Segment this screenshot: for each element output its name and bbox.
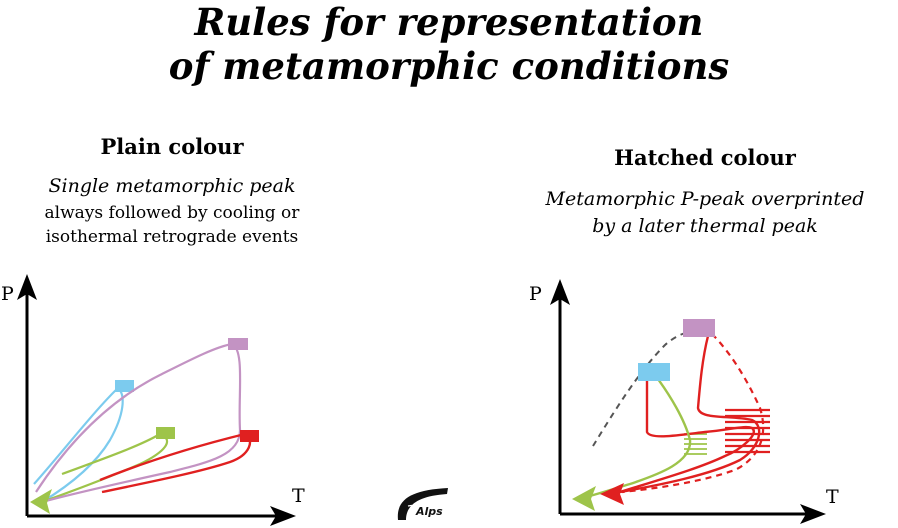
right-p-label: P <box>529 283 542 305</box>
hatched-colour-desc-line-2: by a later thermal peak <box>592 215 818 237</box>
green-peak-box <box>156 427 175 439</box>
plain-colour-subtitle: Single metamorphic peak <box>48 175 296 197</box>
red-dashed-path <box>621 333 765 494</box>
right-t-label: T <box>826 486 839 508</box>
green-pt-path <box>41 427 175 504</box>
hatched-colour-desc-line-1: Metamorphic P-peak overprinted <box>545 188 865 210</box>
red-solid-path-1 <box>619 378 755 494</box>
left-green-arrowhead <box>30 489 52 514</box>
plain-colour-heading: Plain colour <box>100 134 244 159</box>
plain-colour-desc-line-1: always followed by cooling or <box>44 203 300 223</box>
hatched-colour-diagram: P T <box>529 279 839 524</box>
right-t-arrowhead <box>800 504 826 524</box>
page-title-line-2: of metamorphic conditions <box>168 44 730 88</box>
plain-colour-diagram: P T <box>1 274 305 526</box>
pink-peak-box <box>228 338 248 350</box>
blue-pt-path <box>33 380 134 503</box>
pink-path-line <box>35 342 242 504</box>
pink-peak-box-right <box>683 319 715 337</box>
pink-pt-path <box>35 338 248 504</box>
right-p-arrowhead <box>550 279 570 305</box>
blue-peak-box <box>115 380 134 392</box>
hatched-colour-heading: Hatched colour <box>614 145 796 170</box>
right-red-arrowhead <box>600 483 624 505</box>
red-pt-path <box>99 430 259 494</box>
red-peak-box <box>240 430 259 442</box>
gray-dashed-path <box>592 330 696 447</box>
blue-path-line <box>33 386 124 503</box>
left-p-label: P <box>1 283 14 305</box>
page-title-line-1: Rules for representation <box>194 0 704 44</box>
right-green-arrowhead <box>572 486 596 511</box>
left-p-arrowhead <box>17 274 37 300</box>
blue-peak-box-right <box>638 363 670 381</box>
green-path-line <box>41 432 168 504</box>
left-t-label: T <box>292 485 305 507</box>
red-solid-path-2 <box>619 335 761 494</box>
alps-logo: Alps <box>397 488 448 520</box>
logo-swoosh-icon <box>397 488 448 520</box>
logo-text: Alps <box>415 505 443 518</box>
plain-colour-desc-line-2: isothermal retrograde events <box>45 227 299 247</box>
left-t-arrowhead <box>270 506 296 526</box>
red-path-line <box>99 432 252 494</box>
